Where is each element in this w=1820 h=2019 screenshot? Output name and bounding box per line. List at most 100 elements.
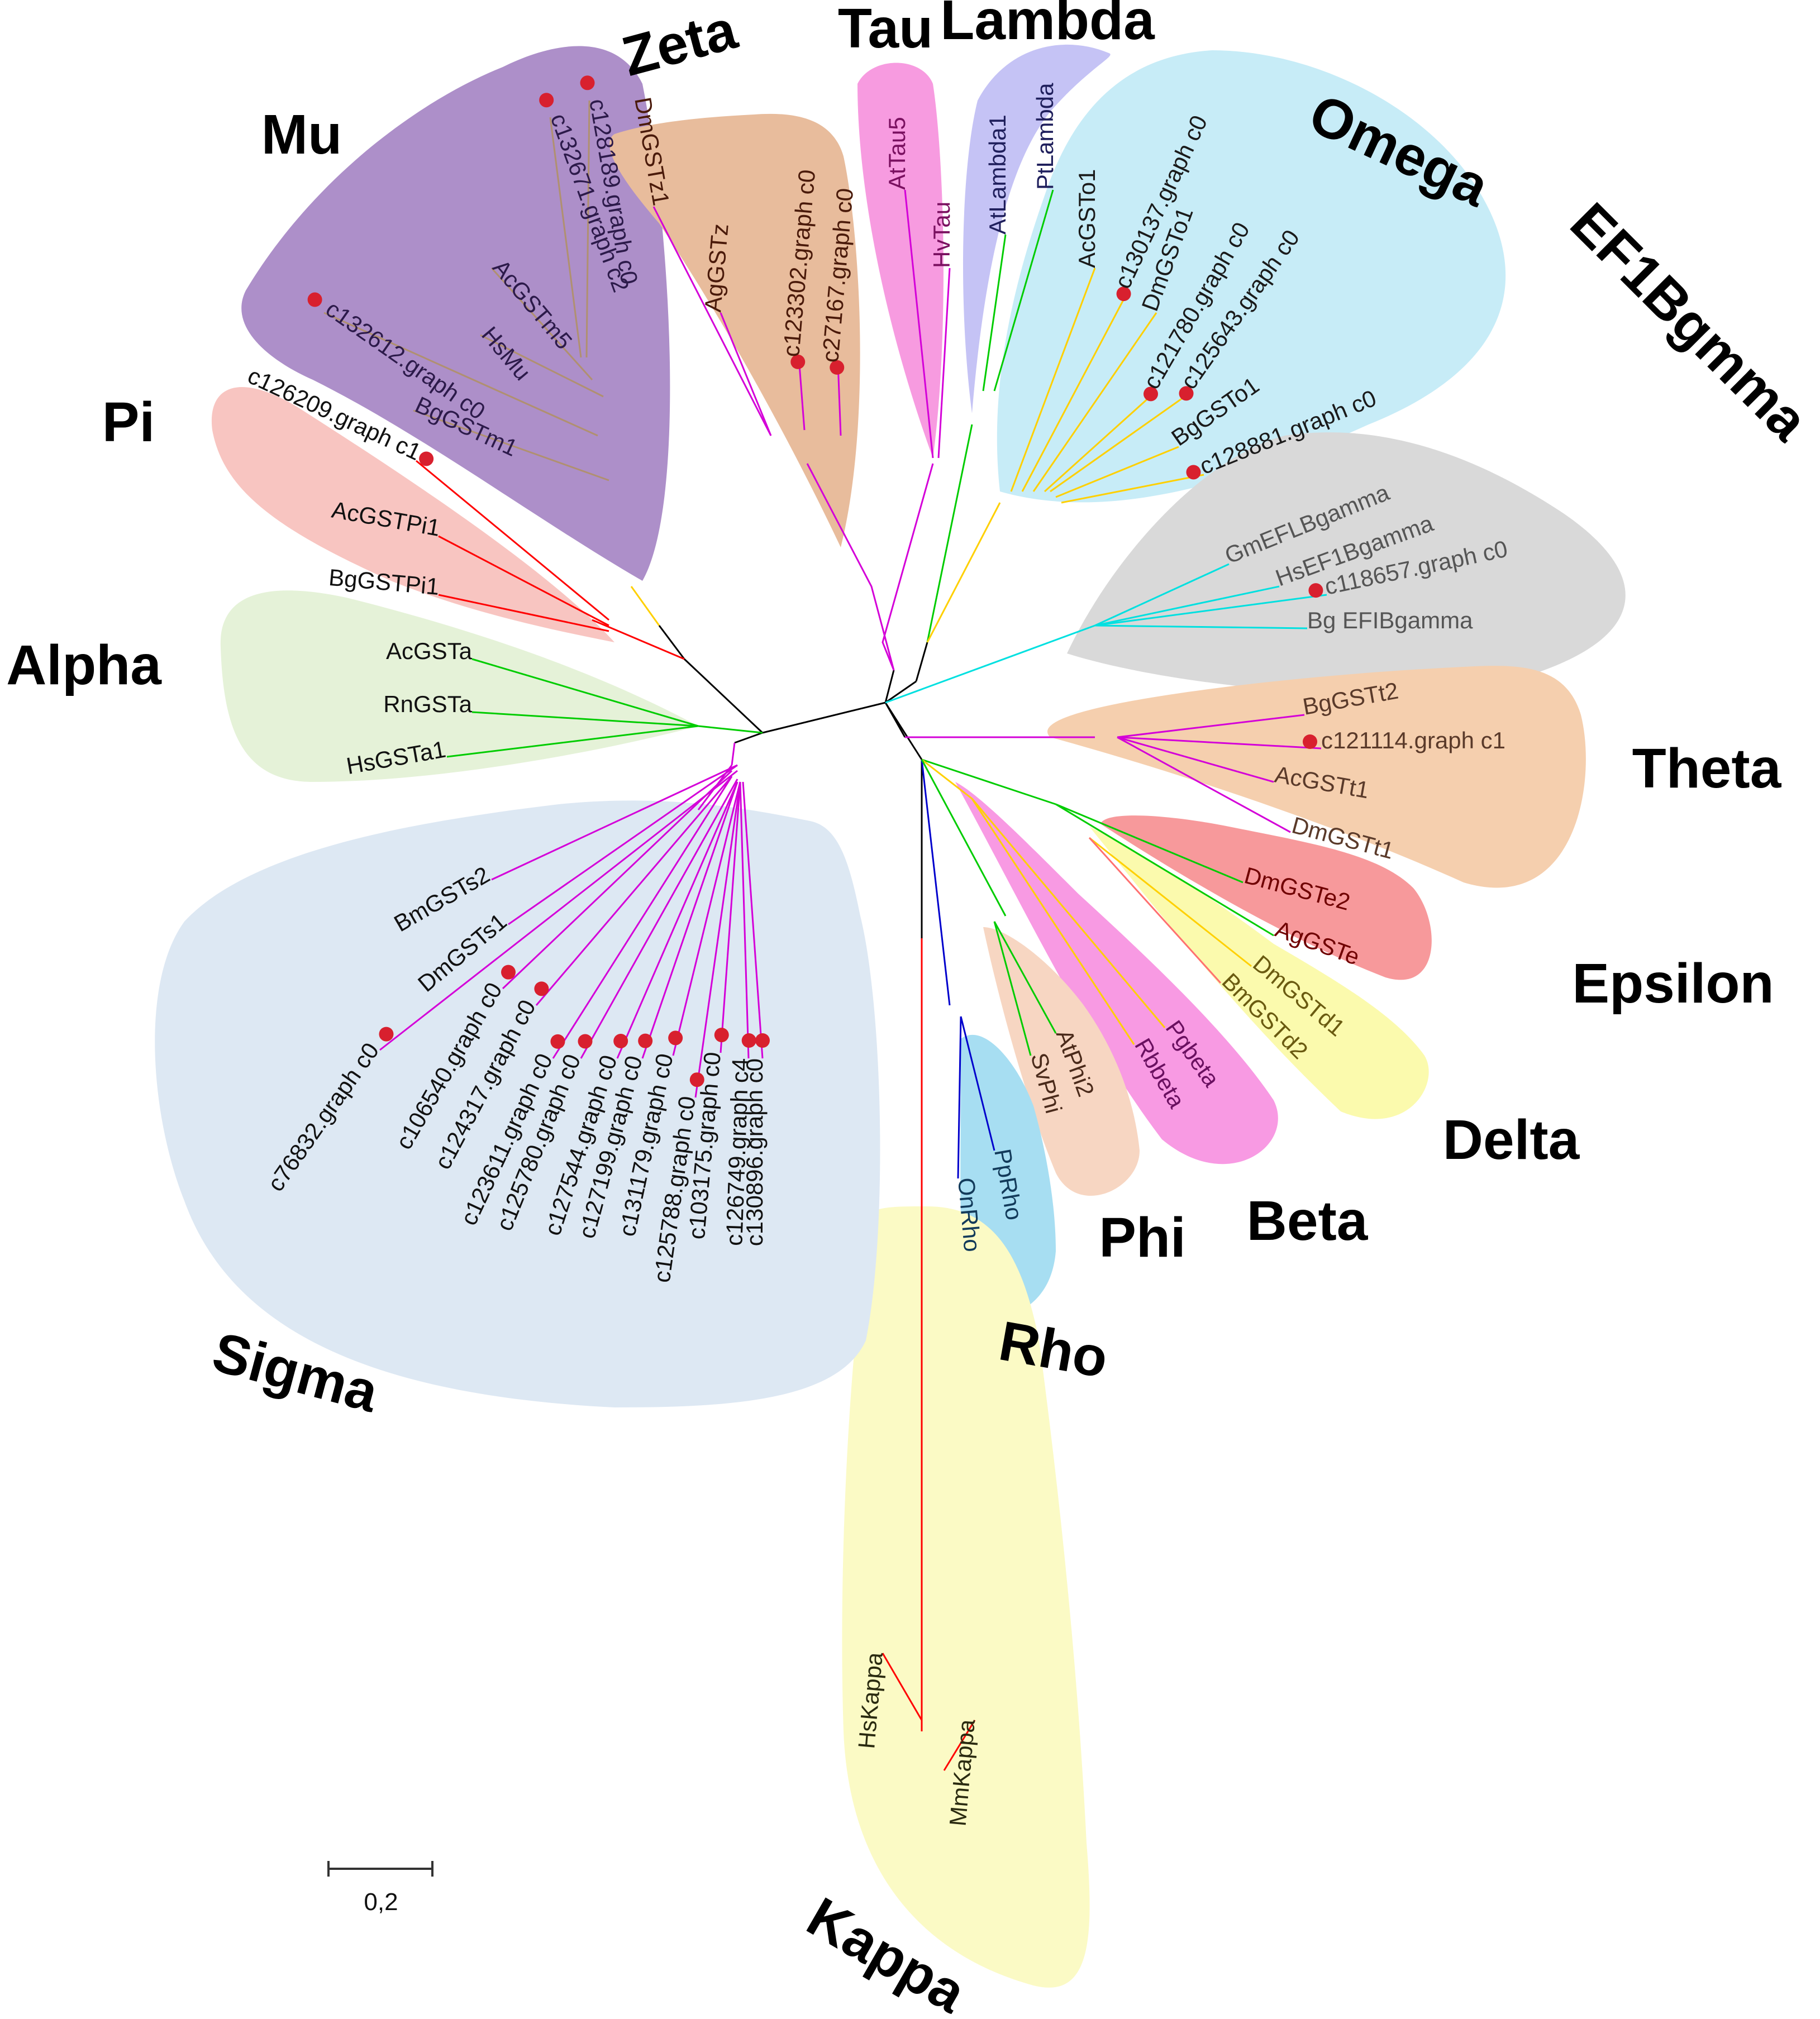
leaf-branch <box>1050 390 1193 493</box>
leaf-branch <box>471 711 699 727</box>
theta-clade-shading <box>1047 666 1586 888</box>
leaf-branch <box>1089 837 1252 967</box>
transcript-marker-dot <box>668 1030 683 1046</box>
leaf-label: HvTau <box>928 202 955 268</box>
beta-clade-label: Beta <box>1247 1190 1369 1252</box>
transcript-marker-dot <box>501 965 516 980</box>
pi-clade-label: Pi <box>102 391 155 454</box>
kappa-clade-shading <box>842 1206 1090 1988</box>
transcript-marker-dot <box>1116 287 1131 302</box>
leaf-branch <box>993 189 1054 392</box>
leaf-branch <box>480 334 604 398</box>
leaf-branch <box>580 779 739 1059</box>
leaf-branch <box>1094 563 1230 627</box>
transcript-marker-dot <box>1186 465 1201 480</box>
internal-branch <box>885 624 1095 704</box>
leaf-label: c126749.graph c4 <box>721 1058 754 1247</box>
leaf-branch <box>1117 736 1322 750</box>
internal-branch <box>921 758 973 800</box>
phi-clade-label: Phi <box>1099 1206 1186 1269</box>
leaf-branch <box>993 921 1057 1034</box>
leaf-label: AtTau5 <box>884 117 910 190</box>
beta-clade-shading <box>955 782 1278 1164</box>
transcript-marker-dot <box>1308 583 1323 598</box>
internal-branch <box>921 759 1007 917</box>
leaf-branch <box>616 781 739 1059</box>
leaf-branch <box>446 725 699 758</box>
internal-branch <box>915 642 928 682</box>
leaf-branch <box>982 234 1007 392</box>
leaf-branch <box>1094 594 1327 627</box>
internal-branch <box>921 759 951 1006</box>
leaf-branch <box>552 776 733 1059</box>
delta-clade-shading <box>1089 827 1429 1119</box>
transcript-marker-dot <box>534 981 549 996</box>
leaf-branch <box>798 357 806 431</box>
ef1-clade-label: EF1Bgmma <box>1559 191 1820 453</box>
delta-clade-label: Delta <box>1443 1109 1580 1171</box>
leaf-branch <box>1055 803 1243 884</box>
leaf-label: RnGSTa <box>383 691 472 717</box>
transcript-marker-dot <box>790 354 806 369</box>
internal-branch <box>734 732 763 744</box>
leaf-label: PtLambda <box>1032 83 1058 190</box>
transcript-marker-dot <box>755 1033 770 1048</box>
internal-branch <box>762 701 886 734</box>
leaf-branch <box>549 117 582 358</box>
leaf-branch <box>837 362 842 436</box>
leaf-branch <box>1010 268 1096 492</box>
transcript-marker-dot <box>578 1034 593 1049</box>
leaf-label: c130896.graph c0 <box>741 1058 768 1246</box>
leaf-branch <box>993 921 1032 1056</box>
leaf-branch <box>1021 290 1130 492</box>
leaf-label: AcGSTo1 <box>1074 169 1100 268</box>
internal-branch <box>882 463 934 671</box>
leaf-label: AtLambda1 <box>984 114 1011 235</box>
internal-branch <box>926 502 1001 643</box>
leaf-branch <box>502 770 733 990</box>
leaf-branch <box>1117 736 1291 833</box>
epsilon-clade-label: Epsilon <box>1572 952 1774 1015</box>
internal-branch <box>884 702 923 760</box>
internal-branch <box>926 424 973 643</box>
theta-clade-label: Theta <box>1632 737 1782 800</box>
internal-branch <box>731 742 736 766</box>
zeta-clade-shading <box>609 113 860 547</box>
internal-branch <box>658 625 685 660</box>
leaf-branch <box>904 189 934 459</box>
internal-branch <box>885 680 917 704</box>
transcript-markers <box>307 75 1323 1087</box>
leaf-branch <box>1061 474 1204 504</box>
leaf-branch <box>1094 624 1308 629</box>
transcript-marker-dot <box>307 292 322 307</box>
internal-branch <box>806 463 895 671</box>
leaf-branch <box>720 781 741 1053</box>
internal-branch <box>921 758 1056 805</box>
lambda-clade-shading <box>963 44 1111 413</box>
leaf-branch <box>943 1720 976 1771</box>
transcript-marker-dot <box>419 451 434 466</box>
leaf-label: OnRho <box>953 1177 985 1253</box>
leaf-branch <box>438 535 609 627</box>
lambda-clade-label: Lambda <box>940 0 1155 51</box>
leaf-branch <box>438 594 609 632</box>
alpha-clade-label: Alpha <box>6 634 162 696</box>
leaf-branch <box>379 770 738 1051</box>
leaf-branch <box>585 100 590 358</box>
leaf-branch <box>508 764 738 925</box>
internal-branch <box>698 725 763 734</box>
transcript-marker-dot <box>580 75 595 90</box>
omega-clade-shading <box>997 50 1506 503</box>
internal-branch <box>683 658 764 734</box>
phi-clade-shading <box>983 927 1140 1196</box>
leaf-branch <box>416 460 609 621</box>
leaf-branch <box>971 798 1166 1028</box>
tau-clade-label: Tau <box>838 0 933 60</box>
pi-clade-shading <box>211 386 614 642</box>
transcript-marker-dot <box>714 1028 729 1043</box>
transcript-marker-dot <box>613 1033 628 1048</box>
epsilon-clade-shading <box>1100 815 1432 980</box>
leaf-branch <box>739 781 750 1059</box>
leaf-branch <box>957 1016 962 1179</box>
